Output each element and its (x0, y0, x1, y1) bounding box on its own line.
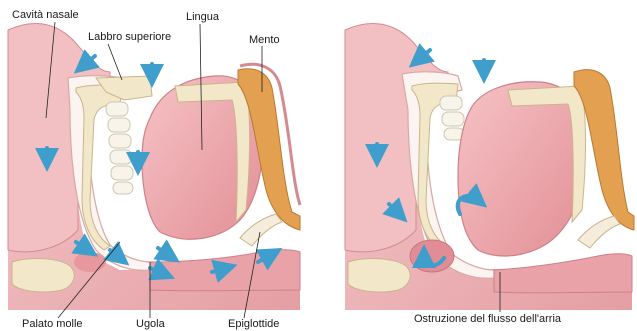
teeth (106, 102, 133, 194)
label-uvula: Ugola (136, 318, 165, 330)
label-upper-lip: Labbro superiore (88, 31, 171, 43)
label-chin: Mento (249, 34, 280, 46)
epiglottis (240, 214, 282, 246)
airflow-arrow-icon (158, 248, 170, 256)
teeth (440, 96, 464, 140)
right-panel-obstructed-airway (345, 24, 634, 310)
label-soft-palate: Palato molle (22, 318, 83, 330)
label-nasal-cavity: Cavità nasale (12, 9, 79, 21)
label-airflow-obstruction: Ostruzione del flusso dell'arria (414, 313, 561, 325)
label-epiglottis: Epiglottide (228, 318, 279, 330)
tonsil (74, 252, 106, 272)
vertebra (348, 259, 410, 292)
lower-throat (494, 254, 632, 293)
tongue-collapsed (458, 82, 585, 256)
epiglottis (578, 216, 620, 248)
label-tongue: Lingua (186, 11, 219, 23)
vertebra (12, 259, 74, 292)
